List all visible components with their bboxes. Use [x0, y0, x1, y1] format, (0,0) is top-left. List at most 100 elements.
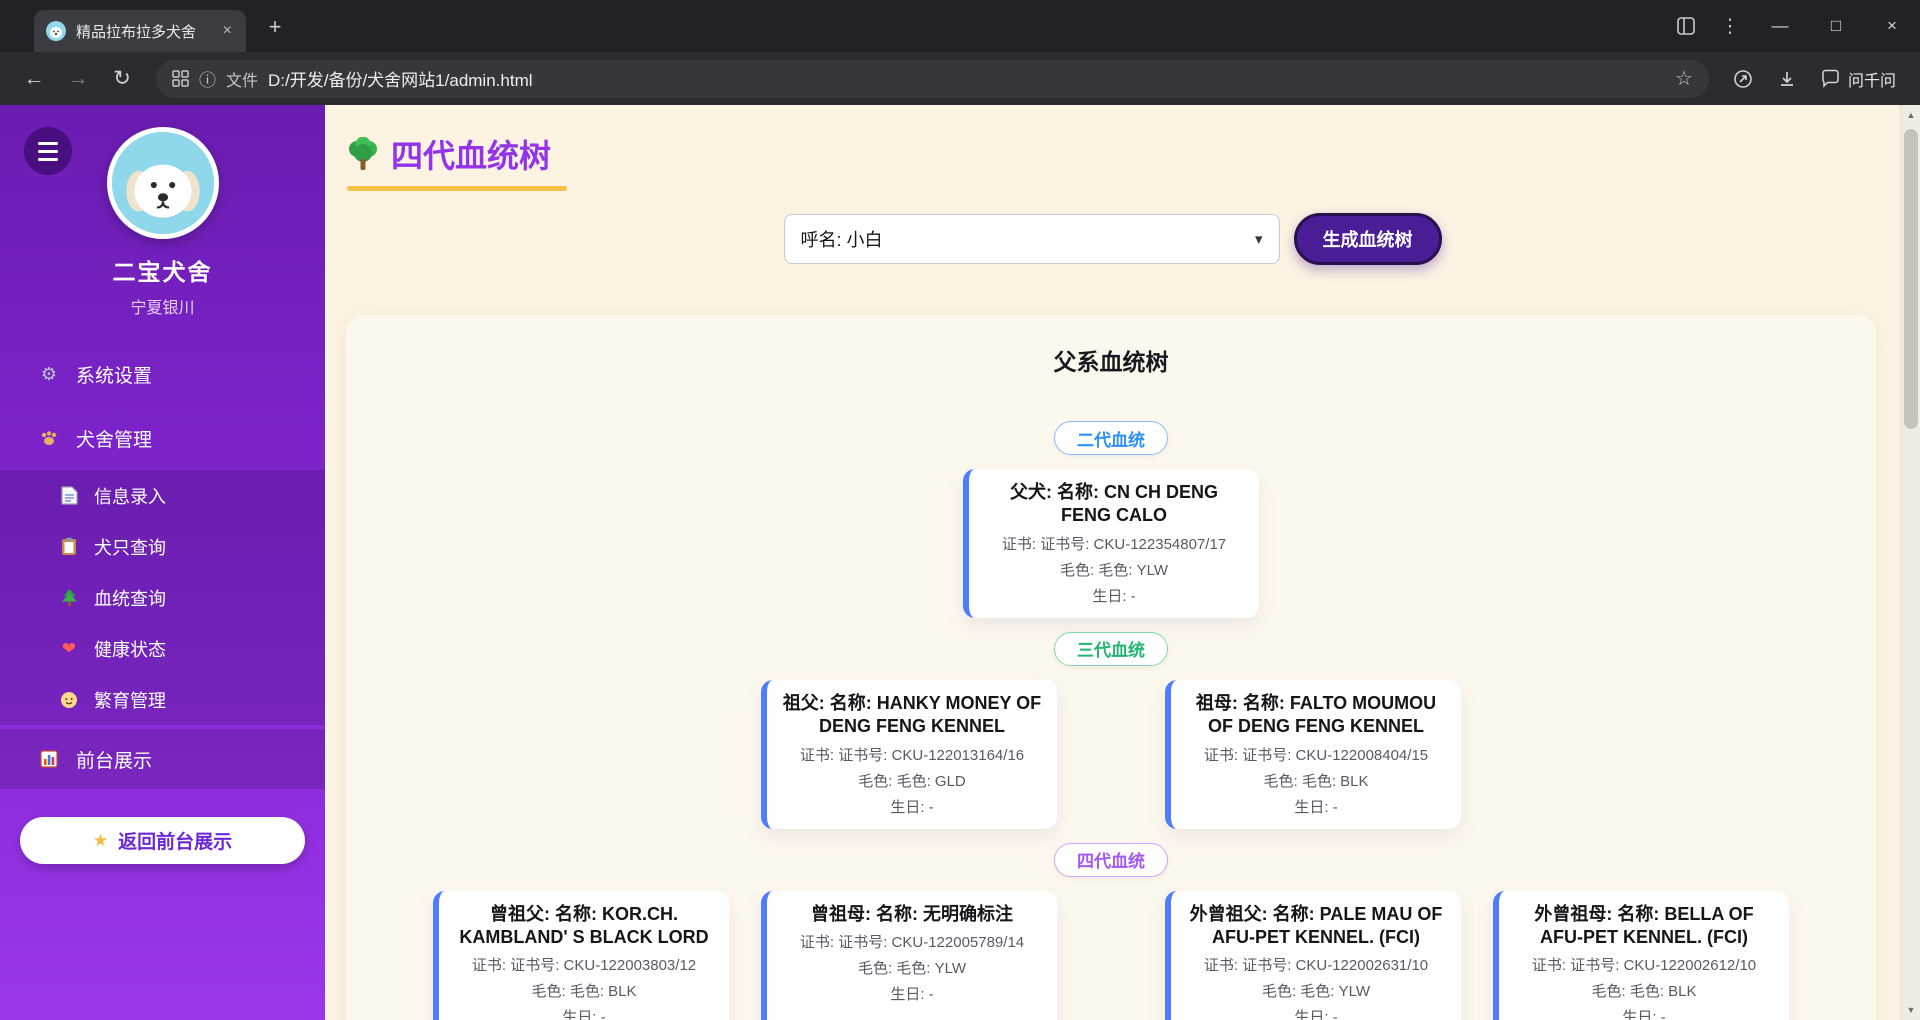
page-header: 四代血统树 [347, 131, 1900, 191]
sidebar-submenu: 信息录入 犬只查询 [0, 470, 325, 725]
assistant-label: 问千问 [1847, 72, 1896, 90]
scroll-down-icon[interactable]: ▼ [1906, 1005, 1916, 1015]
reload-button[interactable]: ↻ [113, 67, 131, 90]
generation-badge-2: 二代血统 [1054, 421, 1168, 455]
generation-3-row: 祖父: 名称: HANKY MONEY OF DENG FENG KENNEL … [761, 679, 1461, 829]
back-button[interactable]: ← [23, 66, 45, 90]
card-coat: 毛色: 毛色: BLK [1263, 772, 1369, 790]
pedigree-card-father: 父犬: 名称: CN CH DENG FENG CALO 证书: 证书号: CK… [963, 469, 1259, 618]
card-cert: 证书: 证书号: CKU-122013164/16 [799, 746, 1025, 764]
sidebar-item-pedigree-query[interactable]: 血统查询 [0, 572, 325, 623]
tab-layout-icon[interactable] [1664, 0, 1708, 52]
dog-select-value: 呼名: 小白 [800, 230, 883, 250]
pedigree-card-great-grandmother: 曾祖母: 名称: 无明确标注 证书: 证书号: CKU-122005789/14… [761, 890, 1057, 1020]
forward-button[interactable]: → [67, 66, 89, 90]
card-birth: 生日: - [562, 1009, 606, 1020]
card-birth: 生日: - [890, 985, 934, 1003]
sidebar-item-label: 系统设置 [76, 365, 153, 387]
download-icon[interactable] [1767, 59, 1807, 99]
new-tab-button[interactable]: + [268, 14, 282, 39]
apps-grid-icon[interactable] [172, 70, 189, 87]
page-scrollbar[interactable]: ▲ ▼ [1900, 105, 1920, 1020]
baby-icon [58, 689, 80, 711]
kennel-avatar [106, 127, 219, 239]
tree-title-icon [349, 137, 377, 170]
tab-layout-glyph [1677, 17, 1695, 35]
generation-badge-4: 四代血统 [1054, 842, 1168, 877]
pedigree-card-grandmother: 祖母: 名称: FALTO MOUMOU OF DENG FENG KENNEL… [1165, 679, 1461, 829]
browser-menu-icon[interactable]: ⋮ [1720, 15, 1740, 37]
return-frontend-button[interactable]: ★ 返回前台展示 [20, 817, 305, 864]
dog-icon [38, 427, 60, 449]
card-cert: 证书: 证书号: CKU-122002631/10 [1203, 957, 1429, 975]
clipboard-icon [58, 536, 80, 558]
heart-icon: ❤ [61, 638, 77, 658]
pedigree-card-maternal-great-grandmother: 外曾祖母: 名称: BELLA OF AFU-PET KENNEL. (FCI)… [1493, 890, 1789, 1020]
kennel-name: 二宝犬舍 [112, 259, 213, 285]
pedigree-card-maternal-great-grandfather: 外曾祖父: 名称: PALE MAU OF AFU-PET KENNEL. (F… [1165, 890, 1461, 1020]
gear-icon: ⚙ [40, 363, 58, 384]
scheme-label: 文件 [226, 72, 259, 90]
title-underline [347, 186, 567, 191]
assistant-button[interactable]: 问千问 [1811, 61, 1906, 97]
bookmark-star-icon[interactable]: ☆ [1675, 68, 1693, 90]
card-coat: 毛色: 毛色: YLW [1059, 561, 1169, 579]
card-name: 父犬: 名称: CN CH DENG FENG CALO [1010, 482, 1218, 526]
sidebar-item-health-status[interactable]: ❤ 健康状态 [0, 623, 325, 674]
card-name: 曾祖父: 名称: KOR.CH. KAMBLAND' S BLACK LORD [459, 903, 709, 947]
sidebar-item-label: 犬只查询 [94, 537, 166, 558]
card-cert: 证书: 证书号: CKU-122354807/17 [1001, 535, 1227, 553]
card-cert: 证书: 证书号: CKU-122008404/15 [1203, 746, 1429, 764]
address-bar[interactable]: ⓘ 文件 D:/开发/备份/犬舍网站1/admin.html ☆ [156, 59, 1709, 98]
return-frontend-label: 返回前台展示 [118, 832, 233, 853]
sparkle-icon: ★ [92, 830, 109, 850]
card-coat: 毛色: 毛色: BLK [531, 983, 637, 1001]
card-cert: 证书: 证书号: CKU-122005789/14 [799, 933, 1025, 951]
sidebar: 二宝犬舍 宁夏银川 ⚙ 系统设置 犬舍管理 [0, 105, 325, 1020]
site-info-icon[interactable]: ⓘ [199, 71, 216, 90]
scrollbar-thumb[interactable] [1904, 129, 1918, 429]
pedigree-card-grandfather: 祖父: 名称: HANKY MONEY OF DENG FENG KENNEL … [761, 679, 1057, 829]
browser-tab[interactable]: 精品拉布拉多犬舍 × [34, 10, 246, 52]
sidebar-item-label: 信息录入 [94, 486, 166, 507]
sidebar-item-breeding-management[interactable]: 繁育管理 [0, 674, 325, 725]
launch-glyph [1734, 69, 1752, 88]
card-birth: 生日: - [1294, 1009, 1338, 1020]
sidebar-item-label: 健康状态 [94, 639, 166, 660]
card-coat: 毛色: 毛色: BLK [1591, 983, 1697, 1001]
chat-bubble-icon [1822, 69, 1839, 88]
sidebar-item-system-settings[interactable]: ⚙ 系统设置 [0, 342, 325, 406]
main-content: 四代血统树 呼名: 小白 ▾ 生成血统树 父系血统树 二代血统 父犬: 名称: … [325, 105, 1900, 1020]
minimize-button[interactable]: — [1771, 16, 1789, 35]
card-name: 祖父: 名称: HANKY MONEY OF DENG FENG KENNEL [782, 692, 1042, 737]
sidebar-item-dog-query[interactable]: 犬只查询 [0, 521, 325, 572]
sidebar-item-info-entry[interactable]: 信息录入 [0, 470, 325, 521]
scroll-up-icon[interactable]: ▲ [1906, 110, 1916, 120]
document-icon [58, 485, 80, 507]
card-cert: 证书: 证书号: CKU-122003803/12 [471, 957, 697, 975]
tree-icon [58, 587, 80, 609]
sidebar-item-kennel-management[interactable]: 犬舍管理 [0, 406, 325, 470]
kennel-location: 宁夏银川 [130, 300, 195, 317]
panel-title: 父系血统树 [1053, 349, 1169, 375]
close-button[interactable]: × [1887, 16, 1897, 35]
url-text: D:/开发/备份/犬舍网站1/admin.html [268, 71, 533, 90]
sidebar-item-label: 血统查询 [94, 588, 166, 609]
generate-pedigree-button[interactable]: 生成血统树 [1293, 213, 1442, 265]
card-birth: 生日: - [1622, 1009, 1666, 1020]
sidebar-item-label: 犬舍管理 [76, 429, 153, 451]
card-coat: 毛色: 毛色: GLD [858, 772, 966, 790]
maximize-button[interactable]: □ [1830, 16, 1842, 35]
launch-icon[interactable] [1723, 59, 1763, 99]
tab-close-icon[interactable]: × [222, 22, 232, 39]
card-coat: 毛色: 毛色: YLW [1261, 983, 1371, 1001]
chevron-down-icon: ▾ [1254, 231, 1263, 248]
sidebar-item-label: 前台展示 [76, 750, 153, 772]
dog-select[interactable]: 呼名: 小白 ▾ [783, 214, 1280, 264]
card-name: 祖母: 名称: FALTO MOUMOU OF DENG FENG KENNEL [1195, 692, 1437, 737]
hamburger-menu-icon[interactable] [24, 127, 72, 175]
generation-4-paternal-pair: 曾祖父: 名称: KOR.CH. KAMBLAND' S BLACK LORD … [433, 890, 1057, 1020]
sidebar-item-frontend-display[interactable]: 前台展示 [0, 729, 325, 789]
browser-navbar: ← → ↻ ⓘ 文件 D:/开发/备份/犬舍网站1/admin.html ☆ 问… [0, 52, 1920, 105]
dog-avatar-icon [111, 132, 214, 234]
